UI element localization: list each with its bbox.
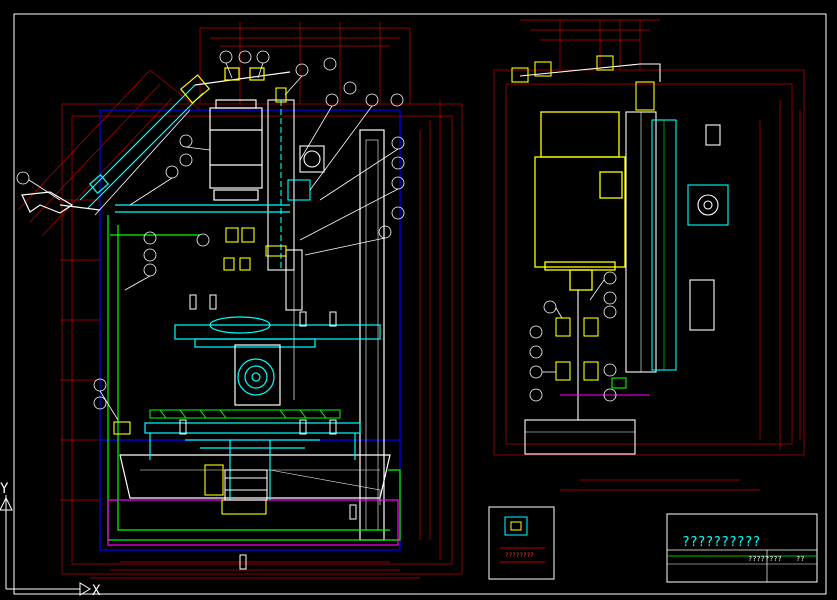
- detail-view-caption: ????????: [505, 552, 534, 559]
- ucs-y-label: Y: [0, 481, 9, 497]
- title-block-title: ??????????: [682, 535, 760, 550]
- right-part-callouts: [529, 271, 617, 402]
- left-part-callouts: [16, 50, 405, 421]
- manipulator-arm: [21, 67, 291, 216]
- ucs-icon: X Y: [0, 481, 101, 599]
- right-view-dimensions: [493, 19, 805, 491]
- title-block: ?????????? ???????? ??: [666, 513, 818, 583]
- gear-wheel: [209, 316, 281, 406]
- left-motor: [209, 99, 263, 201]
- sheet-border: [13, 13, 827, 595]
- title-block-subtitle: ????????: [748, 555, 782, 563]
- right-arm-top: [511, 55, 661, 111]
- right-lower-clamp: [524, 290, 650, 455]
- drive-beam: [115, 204, 381, 348]
- ucs-x-label: X: [92, 583, 101, 599]
- right-column: [625, 111, 729, 373]
- bolt-row: [179, 294, 357, 570]
- right-motor: [534, 111, 626, 291]
- detail-view: ????????: [488, 506, 555, 580]
- title-block-code: ??: [796, 555, 804, 563]
- table-top-part: [149, 409, 341, 419]
- base-motor: [224, 469, 268, 501]
- left-view-dimensions: [17, 22, 463, 579]
